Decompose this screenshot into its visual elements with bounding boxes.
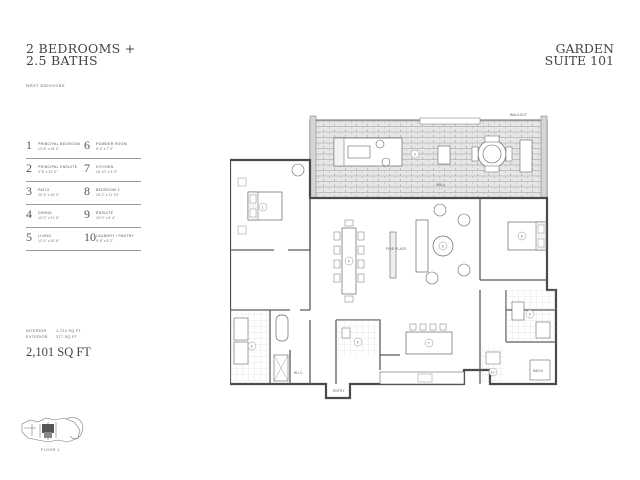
suite-name-line1: GARDEN — [555, 41, 614, 56]
legend-room-name: DINING — [38, 211, 53, 215]
legend-number: 8 — [84, 184, 90, 198]
fireplace-label: FIRE PLACE — [386, 247, 407, 251]
legend-item: 8 BEDROOM 2 10' 2" x 11' 10" — [84, 184, 141, 201]
legend-number: 1 — [26, 138, 32, 152]
exterior-area: 377 SQ FT — [56, 335, 78, 339]
legend-room-dimensions: 5' 4" x 7' 0" — [96, 147, 114, 151]
suite-name-line2: SUITE 101 — [544, 53, 614, 68]
legend-room-dimensions: 16' 10" x 9' 2" — [96, 170, 118, 174]
legend-room-dimensions: 10' 2" x 11' 10" — [96, 193, 119, 197]
principal-ensuite — [230, 310, 289, 384]
legend-room-name: POWDER ROOM — [96, 142, 127, 146]
room-number: 8 — [521, 234, 523, 238]
legend-room-name: LIVING — [38, 234, 52, 238]
legend-item: 2 PRINCIPAL ENSUITE 9' 6" x 12' 0" — [26, 161, 84, 178]
room-number: 2 — [251, 344, 253, 348]
legend-room-name: LAUNDRY / PANTRY — [96, 234, 135, 238]
legend-item: 1 PRINCIPAL BEDROOM 13' 8" x 15' 0" — [26, 138, 84, 155]
exterior-label: EXTERIOR — [26, 335, 48, 339]
legend-row: 2 PRINCIPAL ENSUITE 9' 6" x 12' 0" 7 KIT… — [26, 159, 141, 182]
room-number: 1 — [262, 205, 264, 209]
unit-title-baths: 2.5 BATHS — [26, 53, 98, 68]
legend-room-dimensions: 10' 0" x 5' 4" — [96, 216, 116, 220]
legend-room-name: KITCHEN — [96, 165, 114, 169]
interior-label: INTERIOR — [26, 329, 47, 333]
laundry-pantry — [482, 346, 504, 382]
legend-number: 4 — [26, 207, 32, 221]
mech-label: MECH — [533, 369, 544, 373]
legend-item: 5 LIVING 12' 5" x 20' 6" — [26, 230, 84, 247]
key-plan — [21, 417, 84, 443]
area-summary: INTERIOR 1,724 SQ FT EXTERIOR 377 SQ FT — [26, 329, 81, 341]
unit-title: 2 BEDROOMS + 2.5 BATHS — [26, 41, 136, 68]
living-area — [415, 203, 471, 285]
patio-area: WALKOUT — [309, 113, 548, 199]
suite-name: GARDEN SUITE 101 — [544, 41, 614, 68]
legend-room-name: PATIO — [38, 188, 50, 192]
legend-room-dimensions: 13' 8" x 15' 0" — [38, 147, 60, 151]
wall-label: WALL — [436, 183, 445, 187]
key-plan-floor-label: FLOOR 1 — [41, 448, 60, 452]
legend-number: 10 — [84, 230, 96, 244]
legend-item: 3 PATIO 20' 4" x 10' 2" — [26, 184, 84, 201]
room-number: 10 — [491, 370, 495, 374]
legend-room-name: ENSUITE — [96, 211, 114, 215]
legend-room-name: BEDROOM 2 — [96, 188, 120, 192]
room-number: 7 — [428, 341, 430, 345]
legend-number: 3 — [26, 184, 32, 198]
room-legend: 1 PRINCIPAL BEDROOM 13' 8" x 15' 0" 6 PO… — [26, 136, 141, 251]
legend-item: 9 ENSUITE 10' 0" x 5' 4" — [84, 207, 141, 224]
legend-number: 6 — [84, 138, 90, 152]
legend-row: 4 DINING 12' 2" x 21' 5" 9 ENSUITE 10' 0… — [26, 205, 141, 228]
room-number: 6 — [357, 340, 359, 344]
mech-room — [529, 359, 551, 381]
legend-room-dimensions: 20' 4" x 10' 2" — [38, 193, 60, 197]
entry-label: ENTRY — [333, 389, 345, 393]
legend-number: 5 — [26, 230, 32, 244]
legend-item: 4 DINING 12' 2" x 21' 5" — [26, 207, 84, 224]
kitchen — [379, 323, 465, 385]
room-markers: 1 2 3 4 5 6 7 8 9 10 — [247, 149, 535, 377]
legend-room-name: PRINCIPAL BEDROOM — [38, 142, 81, 146]
floor-plan: WALKOUT — [230, 113, 558, 400]
bedroom-2 — [507, 221, 547, 251]
legend-room-dimensions: 12' 5" x 20' 6" — [38, 239, 60, 243]
principal-bedroom — [237, 163, 305, 235]
legend-item: 6 POWDER ROOM 5' 4" x 7' 0" — [84, 138, 141, 155]
key-plan-unit-highlight — [42, 424, 54, 433]
wic-label: W.I.C — [294, 371, 303, 375]
legend-number: 9 — [84, 207, 90, 221]
walkout-label: WALKOUT — [510, 113, 527, 117]
legend-item: 10 LAUNDRY / PANTRY 9' 8" x 8' 2" — [84, 230, 141, 247]
dining-area — [333, 219, 397, 303]
room-number: 9 — [529, 312, 531, 316]
room-number: 5 — [442, 244, 444, 248]
total-area: 2,101 SQ FT — [26, 345, 91, 359]
room-number: 3 — [414, 152, 416, 156]
legend-room-dimensions: 9' 8" x 8' 2" — [96, 239, 114, 243]
legend-room-name: PRINCIPAL ENSUITE — [38, 165, 78, 169]
legend-room-dimensions: 9' 6" x 12' 0" — [38, 170, 58, 174]
legend-number: 7 — [84, 161, 90, 175]
exposure-label: WEST EXPOSURE — [26, 84, 65, 88]
legend-row: 3 PATIO 20' 4" x 10' 2" 8 BEDROOM 2 10' … — [26, 182, 141, 205]
legend-row: 5 LIVING 12' 5" x 20' 6" 10 LAUNDRY / PA… — [26, 228, 141, 251]
unit-title-bedrooms: 2 BEDROOMS + — [26, 41, 136, 56]
legend-number: 2 — [26, 161, 32, 175]
interior-area: 1,724 SQ FT — [56, 329, 82, 333]
room-number: 4 — [348, 259, 350, 263]
legend-item: 7 KITCHEN 16' 10" x 9' 2" — [84, 161, 141, 178]
legend-room-dimensions: 12' 2" x 21' 5" — [38, 216, 60, 220]
legend-row: 1 PRINCIPAL BEDROOM 13' 8" x 15' 0" 6 PO… — [26, 136, 141, 159]
